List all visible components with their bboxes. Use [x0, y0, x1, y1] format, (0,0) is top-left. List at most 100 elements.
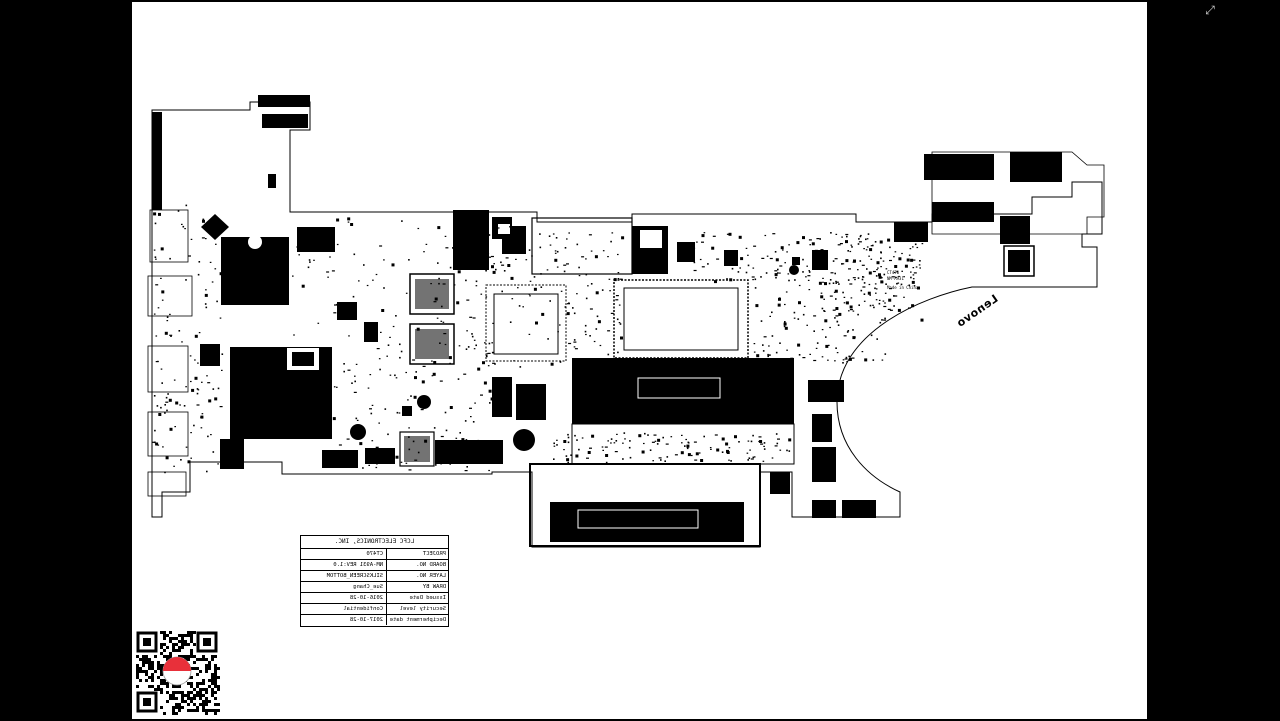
- footprint-pad: [872, 270, 876, 273]
- qr-module: [181, 706, 184, 709]
- footprint-pad: [408, 259, 410, 261]
- qr-module: [211, 694, 214, 697]
- qr-module: [172, 646, 175, 649]
- footprint-pad: [552, 233, 555, 235]
- footprint-pad: [440, 462, 442, 465]
- footprint-pad: [866, 238, 869, 240]
- footprint-pad: [386, 355, 388, 357]
- footprint-pad: [766, 359, 770, 361]
- qr-code-icon[interactable]: [132, 627, 222, 717]
- qr-module: [217, 667, 220, 670]
- qr-module: [211, 709, 214, 712]
- footprint-pad: [897, 282, 900, 284]
- footprint-pad: [775, 276, 777, 279]
- footprint-pad: [915, 266, 918, 268]
- footprint-pad: [760, 443, 764, 445]
- footprint-pad: [843, 335, 847, 337]
- footprint-pad: [832, 309, 836, 311]
- qr-module: [166, 634, 169, 637]
- footprint-pad: [878, 273, 881, 277]
- footprint-pad: [912, 267, 915, 269]
- qr-module: [157, 667, 160, 670]
- qr-module: [145, 673, 148, 676]
- footprint-pad: [154, 222, 157, 225]
- footprint-pad: [638, 434, 642, 438]
- footprint-pad: [852, 329, 854, 331]
- footprint-pad: [153, 395, 156, 397]
- footprint-pad: [471, 449, 474, 451]
- qr-module: [217, 709, 220, 712]
- footprint-pad: [900, 283, 903, 286]
- footprint-pad: [528, 293, 531, 295]
- qr-module: [205, 688, 208, 691]
- footprint-pad: [753, 351, 756, 353]
- footprint-pad: [782, 249, 784, 251]
- footprint-pad: [513, 360, 515, 362]
- footprint-pad: [845, 240, 848, 244]
- collapse-arrows-icon[interactable]: ⤢: [1205, 3, 1215, 17]
- footprint-pad: [405, 371, 407, 374]
- footprint-pad: [395, 455, 399, 459]
- footprint-pad: [473, 339, 476, 341]
- footprint-pad: [566, 263, 569, 265]
- footprint-pad: [496, 228, 499, 231]
- footprint-pad: [880, 280, 884, 284]
- footprint-pad: [488, 256, 491, 258]
- footprint-pad: [412, 359, 416, 361]
- footprint-pad: [861, 351, 864, 353]
- footprint-pad: [191, 388, 195, 392]
- footprint-pad: [201, 413, 204, 415]
- qr-module: [136, 655, 139, 658]
- footprint-pad: [219, 406, 223, 408]
- footprint-pad: [376, 348, 380, 350]
- footprint-pad: [554, 250, 557, 252]
- footprint-pad: [878, 275, 882, 279]
- qr-module: [187, 658, 190, 661]
- qr-module: [178, 703, 181, 706]
- footprint-pad: [784, 303, 786, 306]
- qr-module: [166, 685, 169, 688]
- footprint-pad: [665, 443, 669, 445]
- footprint-pad: [363, 264, 365, 266]
- footprint-pad: [463, 373, 467, 375]
- footprint-pad: [424, 439, 428, 443]
- footprint-pad: [392, 325, 395, 328]
- footprint-pad: [584, 324, 587, 327]
- footprint-pad: [421, 380, 425, 384]
- footprint-pad: [919, 260, 921, 262]
- footprint-pad: [348, 312, 350, 315]
- footprint-pad: [196, 404, 200, 406]
- footprint-pad: [849, 305, 853, 309]
- footprint-pad: [798, 301, 801, 305]
- footprint-pad: [796, 241, 800, 245]
- qr-module: [202, 700, 205, 703]
- qr-module: [196, 709, 199, 712]
- footprint-pad: [205, 289, 207, 291]
- footprint-pad: [485, 296, 488, 298]
- footprint-pad: [858, 238, 860, 240]
- qr-module: [190, 685, 193, 688]
- qr-module: [208, 709, 211, 712]
- qr-module: [145, 658, 148, 661]
- footprint-pad: [824, 282, 827, 286]
- footprint-pad: [175, 401, 179, 405]
- qr-module: [160, 646, 163, 649]
- qr-module: [193, 703, 196, 706]
- footprint-pad: [567, 433, 569, 436]
- footprint-pad: [380, 331, 382, 333]
- footprint-pad: [486, 266, 489, 268]
- footprint-pad: [869, 248, 873, 252]
- footprint-pad: [441, 305, 443, 308]
- footprint-pad: [619, 323, 622, 325]
- qr-module: [208, 685, 211, 688]
- footprint-pad: [903, 236, 906, 238]
- footprint-pad: [153, 313, 156, 315]
- footprint-pad: [588, 234, 592, 236]
- footprint-pad: [783, 322, 787, 326]
- footprint-pad: [554, 252, 557, 254]
- footprint-pad: [629, 440, 631, 442]
- footprint-pad: [333, 312, 337, 314]
- qr-module: [202, 694, 205, 697]
- footprint-pad: [859, 260, 862, 262]
